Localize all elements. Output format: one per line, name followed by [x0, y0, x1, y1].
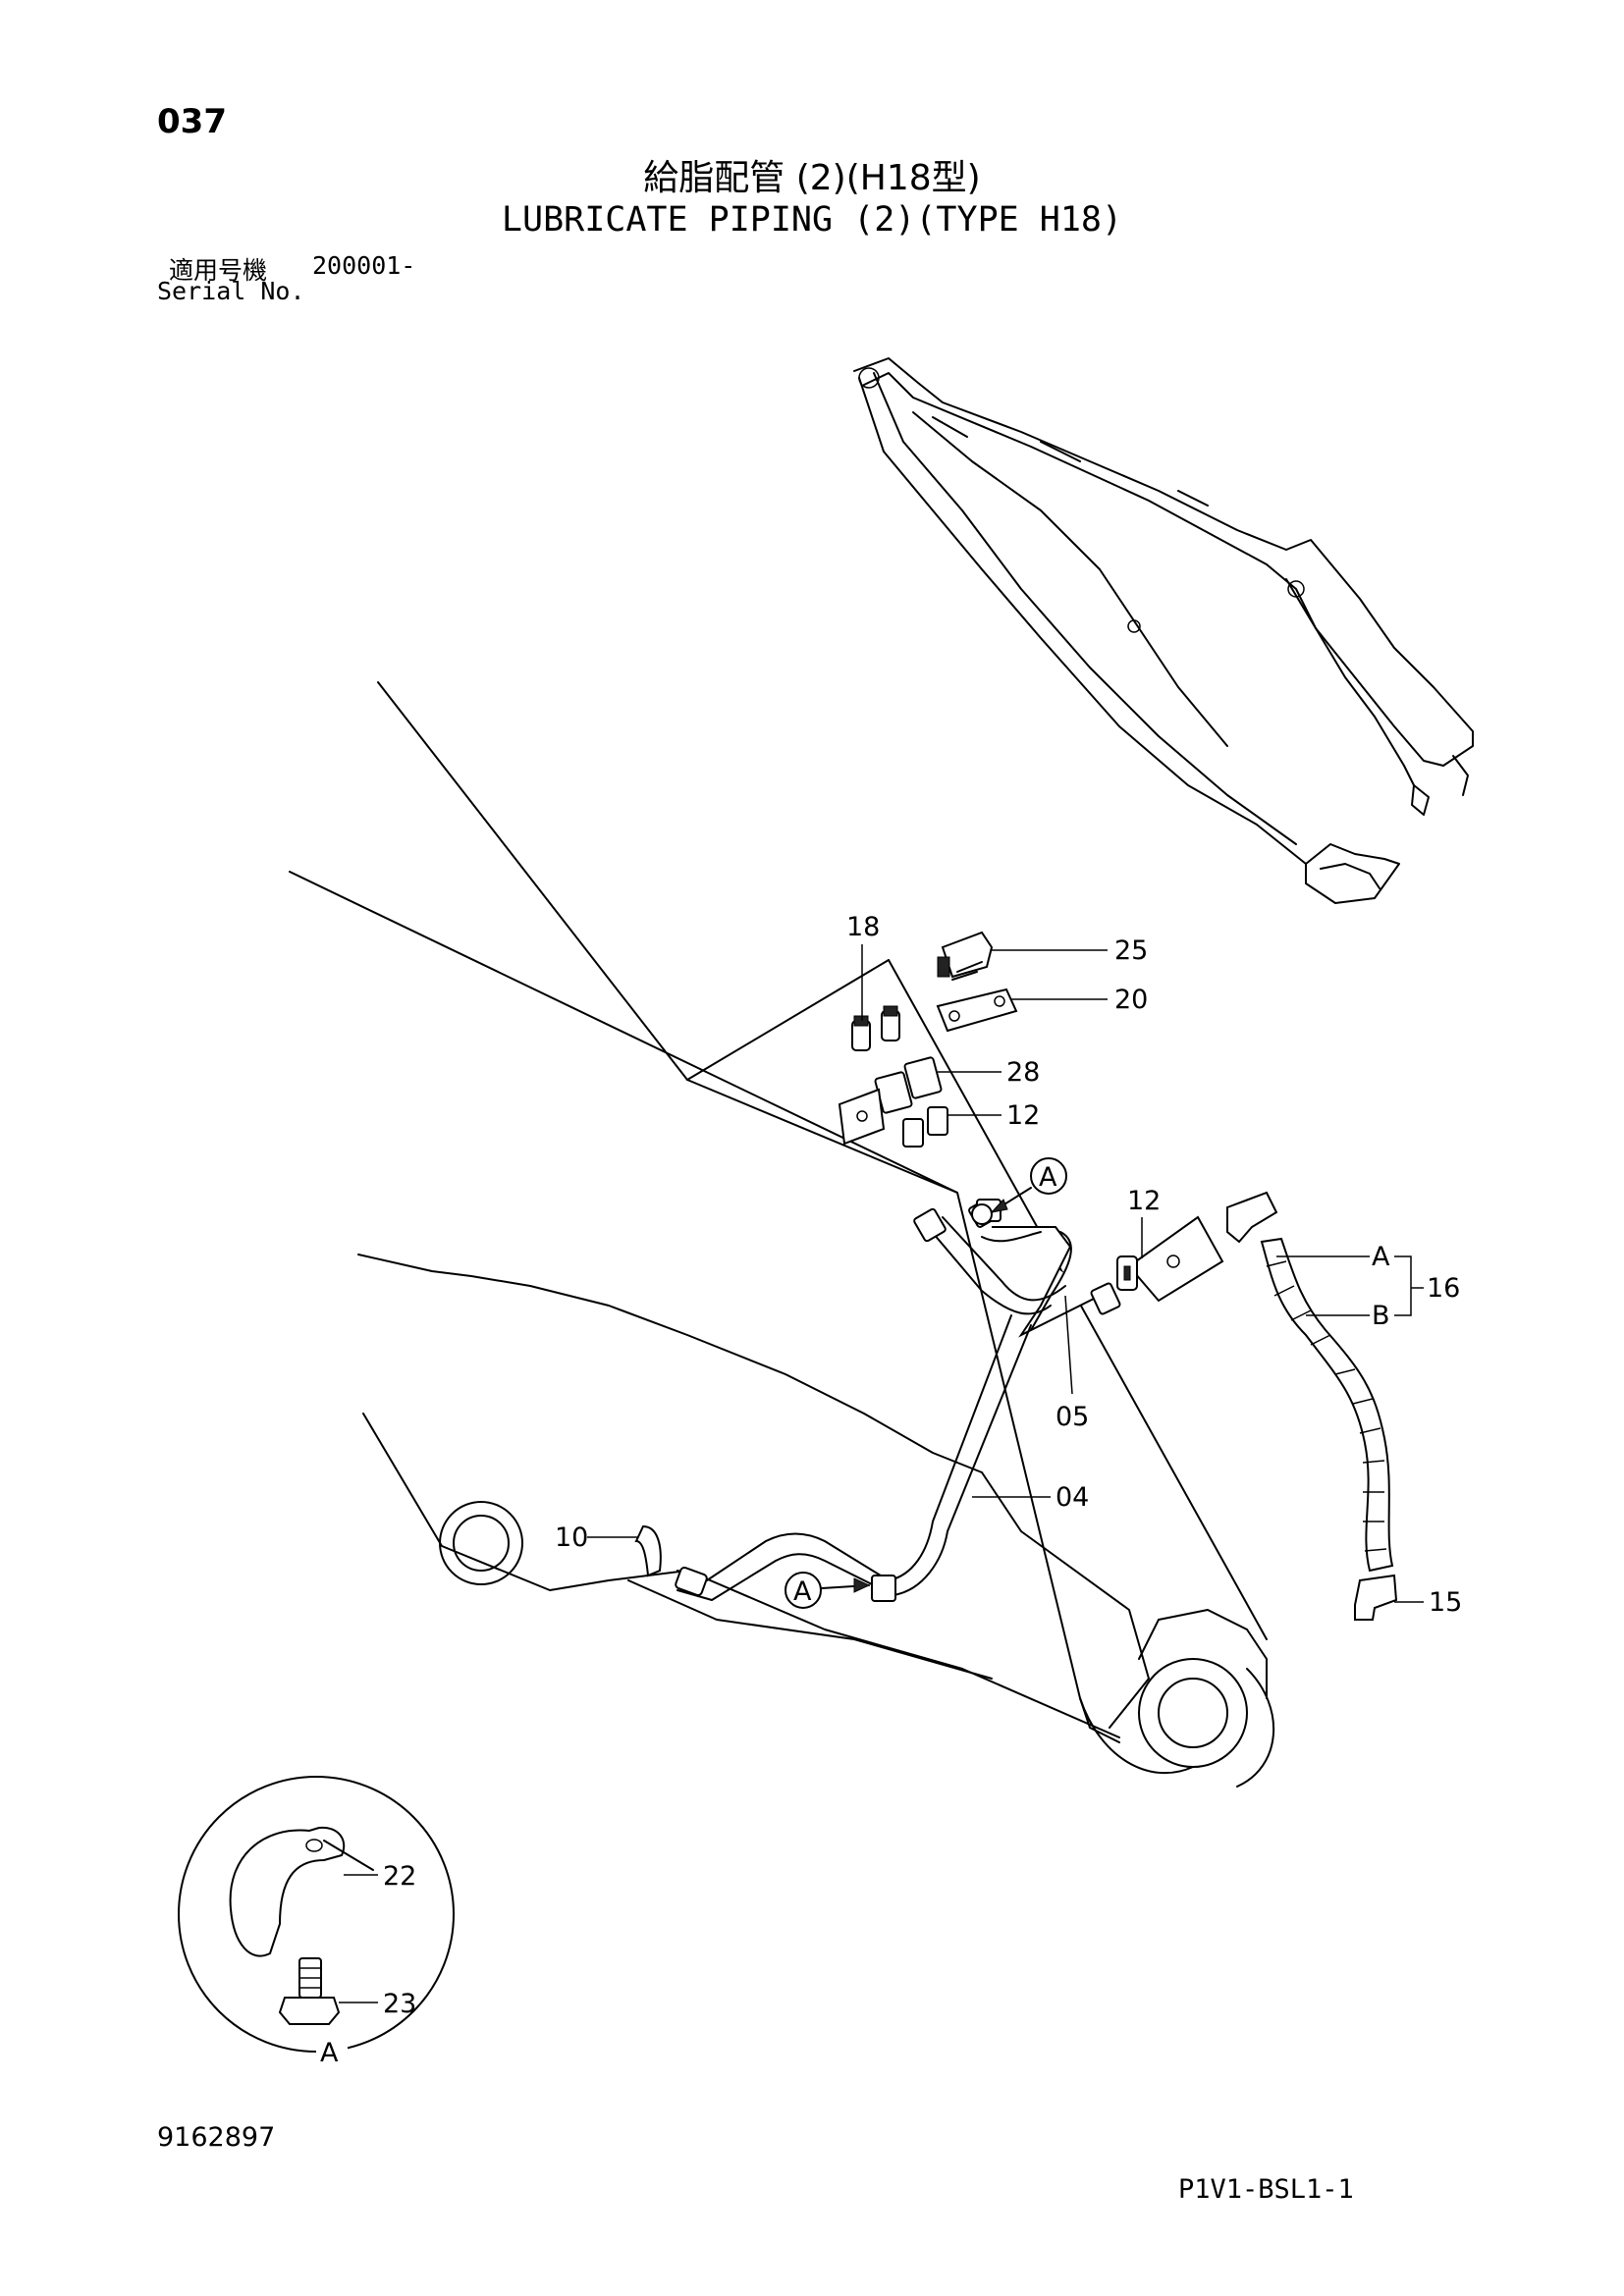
title-japanese: 給脂配管 (2)(H18型) [643, 158, 981, 198]
svg-text:15: 15 [1429, 1587, 1462, 1618]
svg-text:B: B [1372, 1301, 1390, 1331]
callout-15: 15 [1394, 1587, 1462, 1618]
callout-28: 28 [938, 1057, 1040, 1088]
document-number: 9162897 [157, 2122, 276, 2153]
callout-05: 05 [1056, 1295, 1089, 1432]
svg-text:05: 05 [1056, 1402, 1089, 1432]
svg-text:10: 10 [555, 1522, 588, 1553]
callout-10: 10 [555, 1522, 638, 1553]
svg-text:23: 23 [383, 1989, 416, 2019]
page-number: 037 [157, 102, 227, 141]
page-code: P1V1-BSL1-1 [1178, 2174, 1354, 2205]
svg-text:28: 28 [1006, 1057, 1040, 1088]
svg-text:A: A [1039, 1162, 1057, 1193]
serial-label-japanese: 適用号機 [169, 256, 268, 285]
callout-25: 25 [992, 935, 1148, 966]
svg-text:18: 18 [846, 912, 880, 942]
svg-text:04: 04 [1056, 1482, 1089, 1513]
callout-16: A B 16 [1276, 1242, 1460, 1331]
arm-overview-drawing [853, 357, 1474, 904]
reference-marker-a-lower: A [785, 1572, 871, 1609]
reference-marker-a-upper: A [990, 1157, 1067, 1213]
title-english: LUBRICATE PIPING (2)(TYPE H18) [501, 200, 1123, 240]
svg-text:12: 12 [1006, 1100, 1040, 1131]
svg-text:16: 16 [1427, 1273, 1460, 1304]
serial-value: 200001- [312, 251, 416, 280]
callout-12-right: 12 [1127, 1186, 1161, 1258]
callout-18: 18 [846, 912, 880, 1021]
callout-20: 20 [1011, 985, 1148, 1015]
hose-assembly [1116, 1191, 1398, 1621]
detail-a-view: 22 23 A [178, 1776, 455, 2068]
callout-12-upper: 12 [947, 1100, 1040, 1131]
callout-04: 04 [972, 1482, 1089, 1513]
pipe-assembly [634, 1199, 1121, 1602]
svg-text:A: A [320, 2038, 339, 2068]
svg-text:22: 22 [383, 1861, 416, 1892]
boom-drawing [289, 681, 1275, 1788]
svg-text:20: 20 [1114, 985, 1148, 1015]
svg-text:A: A [1372, 1242, 1390, 1272]
svg-text:A: A [793, 1576, 812, 1607]
serial-label-english: Serial No. [157, 277, 305, 305]
svg-text:12: 12 [1127, 1186, 1161, 1216]
svg-text:25: 25 [1114, 935, 1148, 966]
fitting-cluster [838, 931, 1018, 1148]
